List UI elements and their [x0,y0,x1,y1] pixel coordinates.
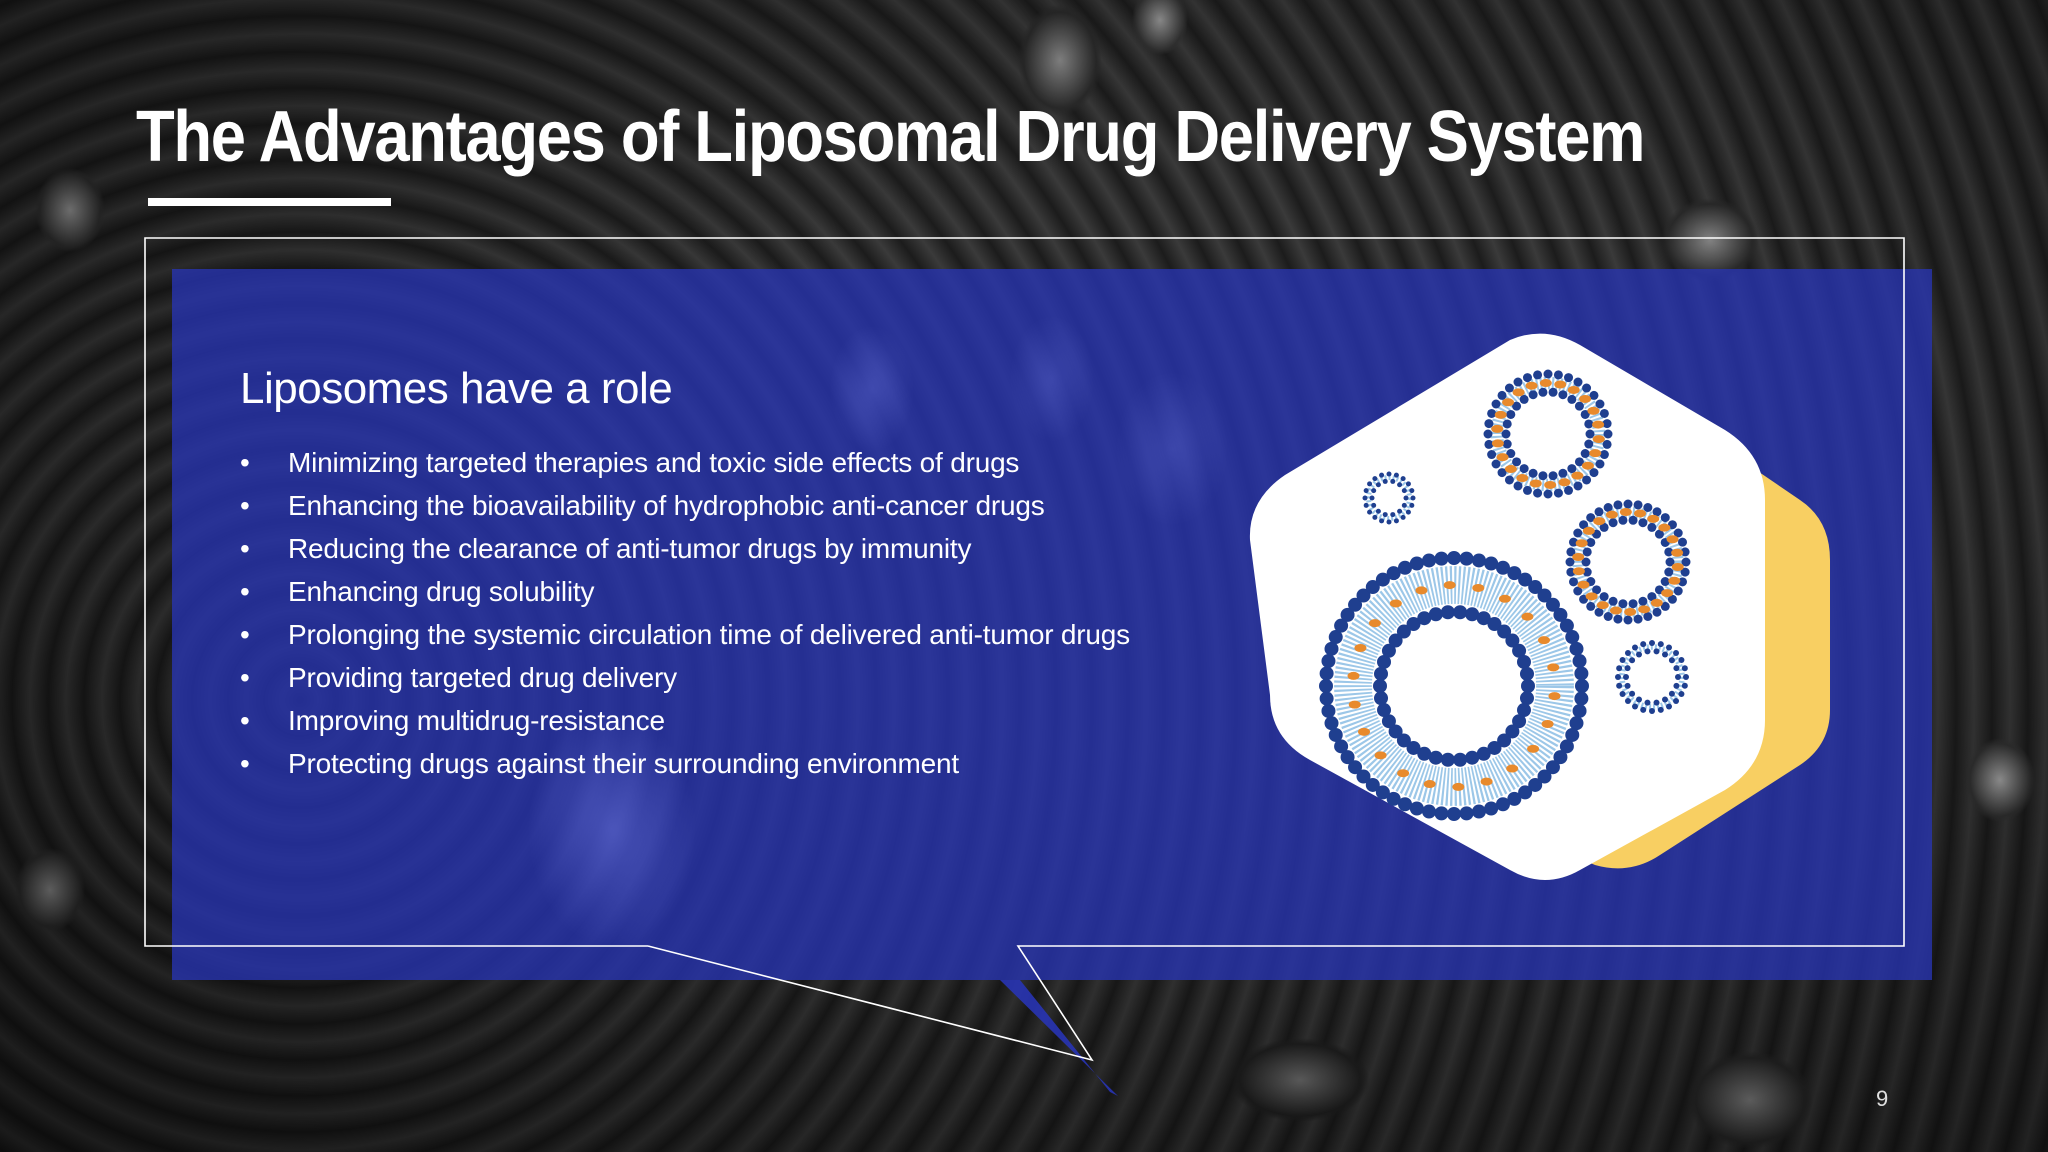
list-item: •Enhancing the bioavailability of hydrop… [240,484,1130,527]
liposome [1565,499,1691,625]
bullet-icon: • [240,576,250,607]
list-item: •Prolonging the systemic circulation tim… [240,613,1130,656]
list-item: •Enhancing drug solubility [240,570,1130,613]
liposome [1483,369,1613,499]
bullet-icon: • [240,619,250,650]
bullet-icon: • [240,533,250,564]
list-item: •Reducing the clearance of anti-tumor dr… [240,527,1130,570]
bullet-icon: • [240,705,250,736]
slide-title: The Advantages of Liposomal Drug Deliver… [136,97,1645,177]
liposome [1615,640,1689,714]
liposome [1362,471,1416,525]
bullet-icon: • [240,662,250,693]
list-item: •Improving multidrug-resistance [240,699,1130,742]
bullet-icon: • [240,490,250,521]
section-subtitle: Liposomes have a role [240,364,673,413]
bullet-icon: • [240,748,250,779]
page-number: 9 [1876,1086,1889,1111]
liposome [1319,551,1589,821]
bullet-icon: • [240,447,250,478]
liposome-cluster [1319,369,1691,821]
list-item: •Protecting drugs against their surround… [240,742,1130,785]
advantages-list: •Minimizing targeted therapies and toxic… [240,441,1130,785]
list-item: •Providing targeted drug delivery [240,656,1130,699]
list-item: •Minimizing targeted therapies and toxic… [240,441,1130,484]
title-underline [148,198,391,206]
